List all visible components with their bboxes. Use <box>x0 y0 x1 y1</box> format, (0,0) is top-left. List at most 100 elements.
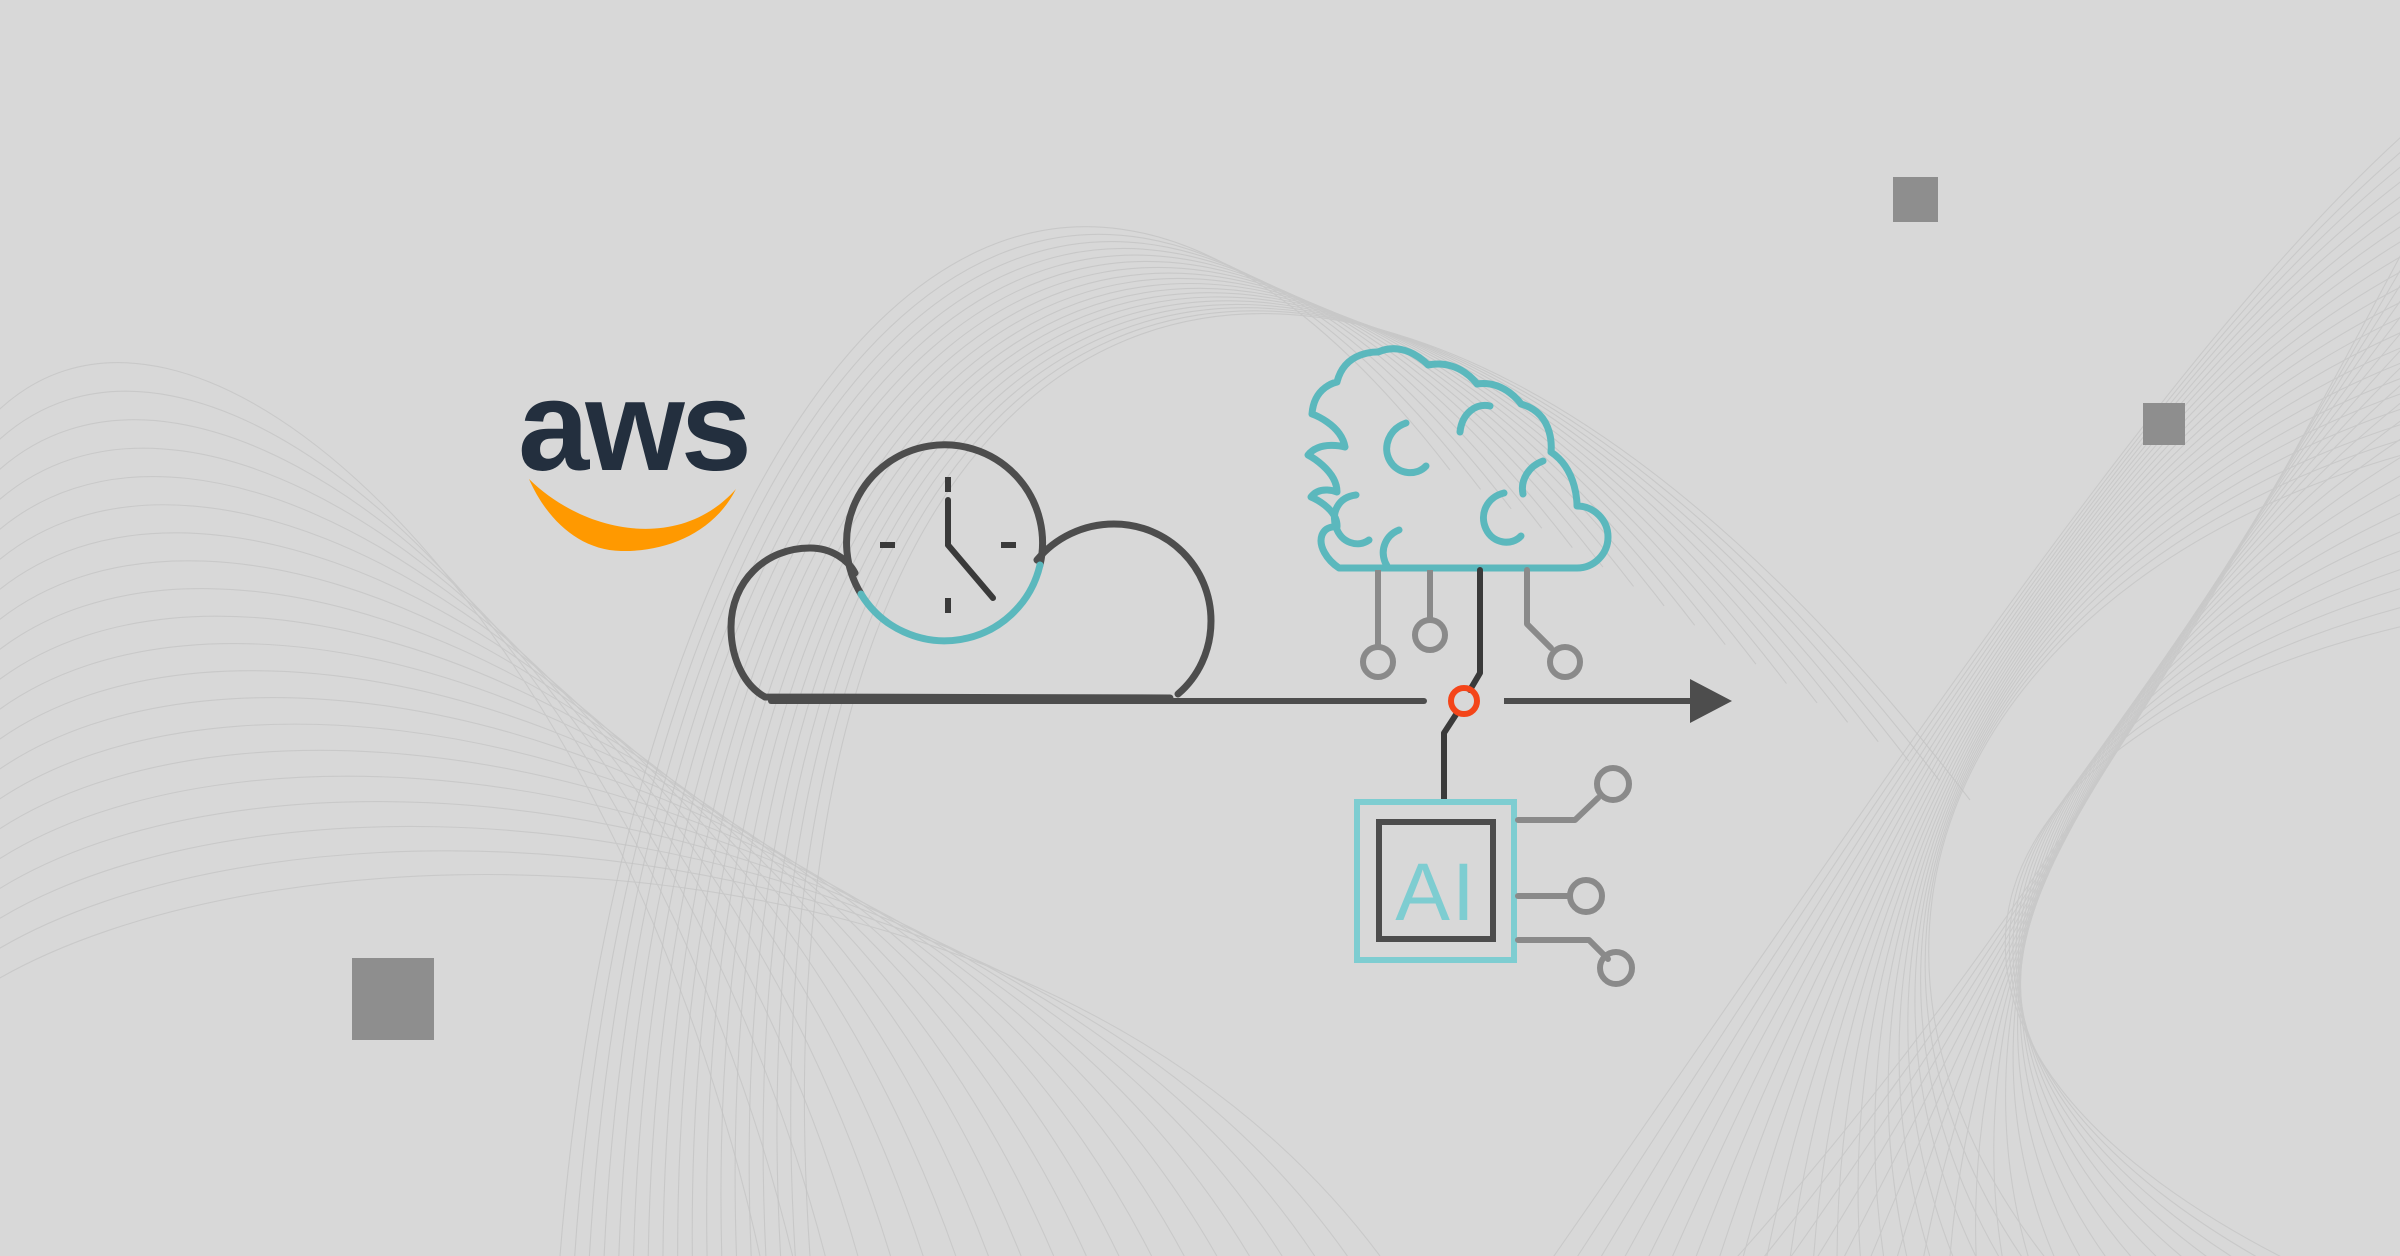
cloud-outline-path <box>727 544 1174 702</box>
wave-line <box>1923 367 2400 1256</box>
wave-line <box>1719 241 2400 1256</box>
brain-curl-5 <box>1479 489 1525 546</box>
wave-group-left-bottom <box>0 362 1381 1256</box>
wave-group-right <box>1553 137 2400 1256</box>
wave-line <box>0 419 826 1256</box>
ai-chip-group: AI <box>1354 765 1635 987</box>
wave-line <box>720 292 1787 1256</box>
wave-line <box>0 362 761 1256</box>
wave-line <box>0 390 794 1256</box>
brain-dangle-1-node <box>1360 644 1396 680</box>
wave-line <box>1737 255 2400 1256</box>
ai-chip-label: AI <box>1395 847 1476 938</box>
wave-line <box>1907 393 2400 1256</box>
clock-minute-hand <box>945 542 996 601</box>
wave-line <box>0 850 1348 1256</box>
chip-trace-3-node <box>1597 949 1635 987</box>
ai-chip-inner-border <box>1376 819 1496 942</box>
brain-curl-1 <box>1330 491 1373 548</box>
flow-arrow-head-icon <box>1690 679 1732 723</box>
brain-dangle-2-node <box>1412 617 1448 653</box>
wave-line <box>1874 347 2400 1256</box>
chip-trace-2-node <box>1567 877 1605 915</box>
cloud-clock-group <box>843 441 1047 645</box>
wave-line <box>0 504 924 1256</box>
outline-cloud-group <box>727 520 1215 702</box>
wave-line <box>2005 438 2400 1256</box>
wave-line <box>1600 166 2400 1256</box>
wave-line <box>0 643 1087 1256</box>
wave-line <box>1553 137 2400 1256</box>
wave-line <box>574 233 1482 1256</box>
wave-line <box>632 261 1604 1256</box>
wave-line <box>618 254 1573 1256</box>
wave-line <box>2012 457 2400 1256</box>
brain-curl-3 <box>1379 526 1403 572</box>
wave-line <box>734 296 1818 1256</box>
aws-logo: aws <box>518 355 752 552</box>
connector-line-upper <box>1467 567 1483 693</box>
wave-line <box>1896 350 2400 1256</box>
wave-line <box>2008 607 2400 1256</box>
cloud-right-lobe-path <box>1033 520 1215 698</box>
wave-line <box>0 615 1055 1256</box>
wave-line <box>0 723 1185 1256</box>
wave-line <box>1672 211 2400 1256</box>
wave-line <box>1887 363 2400 1256</box>
wave-line <box>1924 439 2400 1256</box>
wave-line <box>691 283 1726 1256</box>
wave-line <box>1836 317 2400 1256</box>
brain-curl-2 <box>1383 419 1430 477</box>
wave-line <box>0 749 1218 1256</box>
clock-tick-marks <box>880 477 1016 613</box>
deco-square-mid-right <box>2143 403 2185 445</box>
wave-line <box>0 476 892 1256</box>
ai-chip-traces <box>1515 765 1635 987</box>
amazon-smile-swoosh-icon <box>529 479 736 552</box>
wave-line <box>0 670 1120 1256</box>
wave-line <box>1949 385 2400 1256</box>
wave-line <box>1766 271 2400 1256</box>
wave-line <box>1790 284 2400 1256</box>
wave-line <box>1920 424 2400 1256</box>
wave-line <box>803 313 1971 1256</box>
wave-line <box>1789 286 2400 1256</box>
wave-line <box>2004 626 2400 1256</box>
wave-line <box>1817 300 2400 1256</box>
wave-line <box>1813 302 2400 1256</box>
squares-group <box>352 177 2185 1040</box>
wave-line <box>1928 455 2400 1256</box>
wave-line <box>790 310 1940 1256</box>
chip-trace-1 <box>1515 795 1601 823</box>
wave-line <box>2019 494 2400 1256</box>
wave-line <box>1870 333 2400 1256</box>
brain-dangle-4-line <box>1524 567 1554 651</box>
clock-arc-bottom-teal <box>857 561 1044 645</box>
data-flow-connector-node[interactable] <box>1448 685 1480 717</box>
wave-line <box>1577 151 2400 1256</box>
wave-line <box>0 588 1022 1256</box>
wave-line <box>2020 512 2400 1256</box>
wave-line <box>0 775 1250 1256</box>
brain-cloud-outline-path <box>1304 345 1612 572</box>
brain-circuit-dangles <box>1360 567 1583 680</box>
brain-curl-6 <box>1518 457 1547 498</box>
chip-trace-1-node <box>1594 765 1632 803</box>
clock-arc-top <box>843 441 1047 598</box>
wave-line <box>1993 420 2400 1256</box>
chip-trace-3 <box>1515 937 1611 962</box>
wave-group-top-center <box>559 226 1971 1256</box>
wave-line <box>1843 316 2400 1256</box>
wave-line <box>2015 569 2400 1256</box>
brain-curl-4 <box>1456 401 1494 436</box>
ai-chip-outer-border <box>1354 799 1517 963</box>
deco-square-top-right <box>1893 177 1938 222</box>
wave-line <box>0 874 1381 1256</box>
wave-line <box>1857 332 2400 1256</box>
wave-line <box>1695 226 2400 1256</box>
wave-line <box>2017 475 2400 1256</box>
brain-dangle-4-node <box>1547 644 1583 680</box>
